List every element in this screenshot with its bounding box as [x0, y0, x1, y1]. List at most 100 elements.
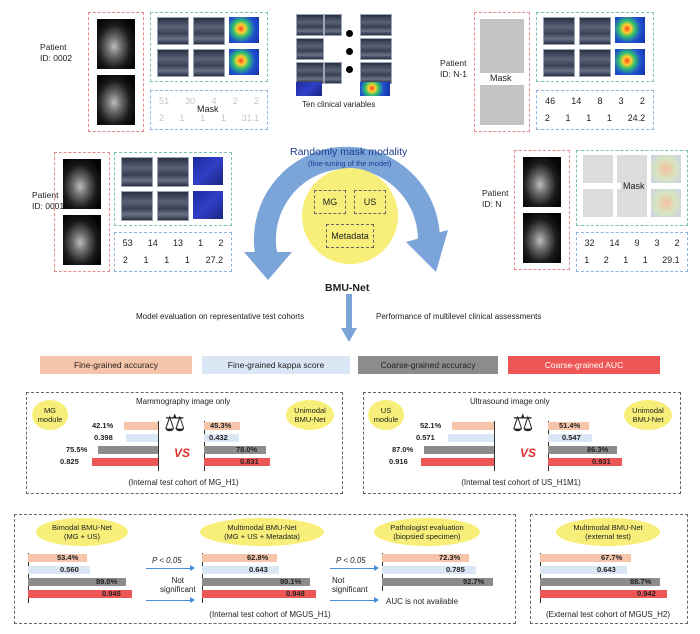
mg-left-value-1: 0.398 [94, 433, 113, 442]
ns-arrow-2-head [374, 597, 379, 603]
bmu-net-title: BMU-Net [325, 282, 370, 294]
mammogram-image [480, 19, 524, 73]
ns-arrow-1-head [190, 597, 195, 603]
mg-left-value-3: 0.825 [60, 457, 79, 466]
ultrasound-image [543, 17, 575, 45]
ns-arrow-2 [330, 600, 376, 601]
patient-n1-mg-box: Mask [474, 12, 530, 132]
mg-left-value-2: 75.5% [66, 445, 88, 454]
multimodal-bar-0 [202, 554, 277, 562]
p-value-1: P < 0.05 [152, 556, 182, 565]
panel-external [530, 514, 688, 624]
ultrasound-image [360, 14, 392, 36]
external-value-1: 0.643 [597, 565, 616, 574]
us-right-value-2: 86.3% [587, 445, 609, 454]
us-right-value-1: 0.547 [562, 433, 581, 442]
mask-modality-title: Randomly mask modality [290, 146, 408, 158]
panel-external-caption: (External test cohort of MGUS_H2) [545, 610, 671, 619]
ultrasound-image [193, 49, 225, 77]
mammogram-image [97, 75, 135, 125]
us-left-bar-1 [448, 434, 494, 442]
ultrasound-image [324, 14, 342, 36]
ellipsis-dot [346, 48, 353, 55]
multimodal-label: Multimodal BMU-Net (MG + US + Metadata) [200, 518, 324, 546]
us-modality-box: US [354, 190, 386, 214]
ultrasound-image [193, 17, 225, 45]
external-label: Multimodal BMU-Net (external test) [556, 518, 660, 546]
external-value-0: 67.7% [601, 553, 623, 562]
bimodal-label: Bimodal BMU-Net (MG + US) [36, 518, 128, 546]
mammogram-image [63, 215, 101, 265]
panel-mg [26, 392, 343, 494]
multimodal-bar-1 [202, 566, 279, 574]
multimodal-value-1: 0.643 [249, 565, 268, 574]
ten-variables-caption: Ten clinical variables [302, 100, 376, 109]
ultrasound-image [360, 62, 392, 84]
multimodal-value-2: 90.1% [280, 577, 302, 586]
patient-n1-label: Patient ID: N-1 [440, 58, 467, 79]
mg-right-value-0: 45.3% [210, 421, 232, 430]
patient-0001-mg-box [54, 152, 110, 272]
pathologist-bar-0 [382, 554, 469, 562]
mask-modality-subtitle: (fine-tuning of the model) [308, 159, 392, 168]
balance-scale-icon: ⚖ [512, 410, 534, 437]
panel-us-caption: (Internal test cohort of US_H1M1) [461, 478, 581, 487]
patient-0001-us-box [114, 152, 232, 226]
us-left-value-2: 87.0% [392, 445, 414, 454]
pathologist-label: Pathologist evaluation (biopsied specime… [374, 518, 480, 546]
ten-variables-grid [296, 14, 396, 96]
us-left-bar-0 [452, 422, 494, 430]
legend-coarse-auc: Coarse-grained AUC [508, 356, 660, 374]
mask-label: Mask [621, 181, 647, 191]
patient-n-label: Patient ID: N [482, 188, 509, 209]
external-bar-1 [540, 566, 627, 574]
panel-us [363, 392, 681, 494]
mammogram-image [523, 213, 561, 263]
bimodal-value-3: 0.945 [102, 589, 121, 598]
us-unimodal-label: Unimodal BMU-Net [624, 400, 672, 430]
pathologist-bar-1 [382, 566, 476, 574]
ellipsis-dot [346, 30, 353, 37]
down-arrow [341, 294, 357, 342]
mammogram-image [480, 85, 524, 125]
mg-unimodal-label: Unimodal BMU-Net [286, 400, 334, 430]
patient-n-us-box: Mask [576, 150, 688, 226]
patient-n1-us-box [536, 12, 654, 82]
ultrasound-image [583, 155, 613, 183]
mg-left-bar-3 [92, 458, 158, 466]
patient-0002-label: Patient ID: 0002 [40, 42, 73, 63]
mg-right-value-1: 0.432 [209, 433, 228, 442]
pathologist-value-2: 92.7% [463, 577, 485, 586]
us-left-axis [494, 421, 495, 471]
mg-right-value-2: 78.0% [236, 445, 258, 454]
ultrasound-image [121, 191, 153, 221]
ns-label-2: Not significant [332, 576, 368, 594]
ultrasound-image [296, 62, 324, 84]
ultrasound-image [579, 17, 611, 45]
mammogram-image [523, 157, 561, 207]
p-value-2: P < 0.05 [336, 556, 366, 565]
us-right-bar-1 [548, 434, 592, 442]
ultrasound-image [324, 62, 342, 84]
patient-n-mg-box [514, 150, 570, 270]
multimodal-value-0: 62.8% [247, 553, 269, 562]
ultrasound-image [360, 38, 392, 60]
mg-right-value-3: 0.831 [240, 457, 259, 466]
bimodal-bar-3 [28, 590, 132, 598]
pathologist-value-0: 72.3% [439, 553, 461, 562]
ultrasound-image [157, 157, 189, 187]
legend-fine-kappa: Fine-grained kappa score [202, 356, 350, 374]
heatmap-image [193, 157, 223, 185]
mg-left-bar-2 [98, 446, 158, 454]
heatmap-image [651, 155, 681, 183]
mammogram-image [97, 19, 135, 69]
us-right-bar-2 [548, 446, 617, 454]
legend-fine-accuracy: Fine-grained accuracy [40, 356, 192, 374]
mg-right-bar-2 [204, 446, 266, 454]
